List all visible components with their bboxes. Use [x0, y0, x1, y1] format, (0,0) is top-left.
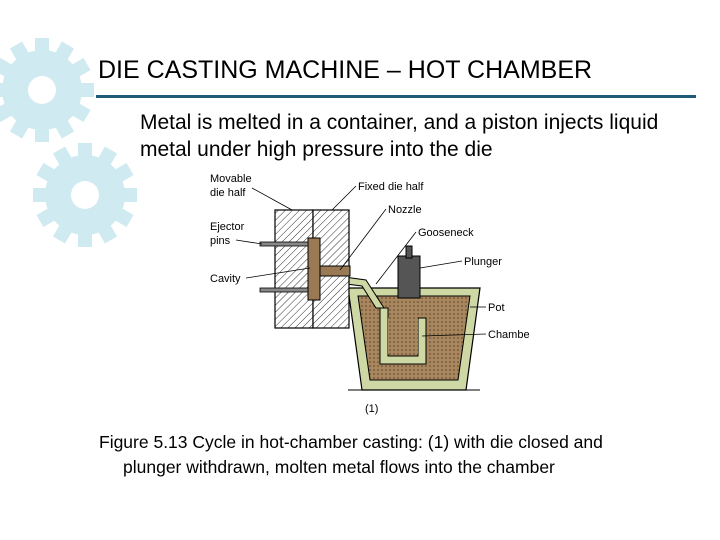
gear-icon: [0, 38, 95, 142]
label-ejector: Ejector: [210, 221, 245, 233]
bullet-text: Metal is melted in a container, and a pi…: [140, 111, 659, 161]
ejector-pin: [259, 287, 309, 293]
label-gooseneck: Gooseneck: [418, 227, 474, 239]
label-pot: Pot: [488, 302, 505, 314]
ejector-pin: [259, 241, 309, 247]
label-cavity: Cavity: [210, 273, 241, 285]
movable-die-half: [274, 209, 314, 329]
caption-line-1: Figure 5.13 Cycle in hot‑chamber casting…: [99, 432, 603, 452]
caption-line-2: plunger withdrawn, molten metal flows in…: [123, 457, 555, 477]
label-plunger: Plunger: [464, 256, 502, 268]
cavity: [307, 237, 321, 301]
slide-title: DIE CASTING MACHINE – HOT CHAMBER: [98, 56, 593, 84]
gear-icon: [33, 143, 137, 247]
figure-caption: Figure 5.13 Cycle in hot‑chamber casting…: [99, 430, 709, 480]
title-underline: [96, 95, 696, 98]
label-movable-2: die half: [210, 187, 246, 199]
label-ejector-2: pins: [210, 235, 231, 247]
hot-chamber-diagram: Movable die half Ejector pins Cavity Fix…: [210, 173, 530, 415]
label-chamber: Chamber: [488, 329, 530, 341]
label-movable: Movable: [210, 173, 252, 185]
nozzle: [319, 265, 351, 277]
label-fixed: Fixed die half: [358, 181, 424, 193]
label-nozzle: Nozzle: [388, 204, 422, 216]
label-step: (1): [365, 403, 378, 415]
gear-decoration: [0, 38, 137, 247]
plunger: [397, 245, 421, 299]
